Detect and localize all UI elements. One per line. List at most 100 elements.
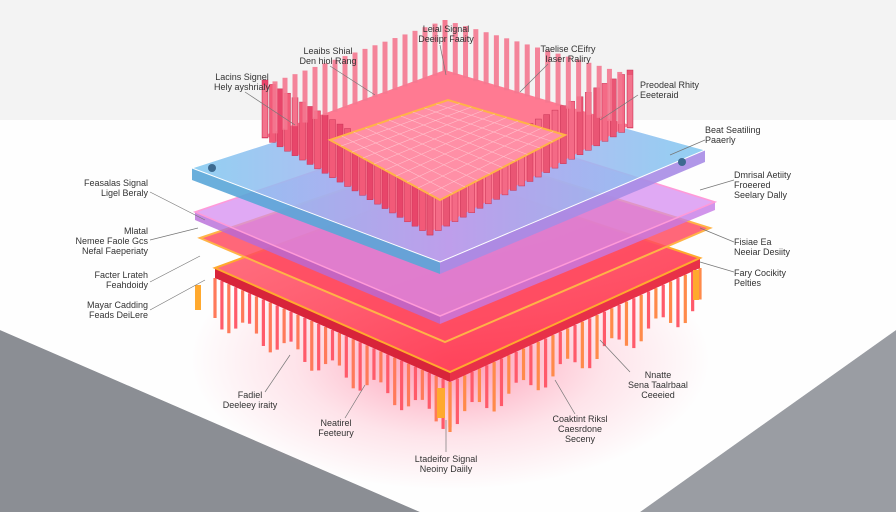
callout-label-left-4: Mayar Cadding Feads DeiLere xyxy=(86,300,148,320)
heatsink-fin xyxy=(627,75,633,127)
pin xyxy=(507,355,511,394)
pin xyxy=(543,338,548,388)
die-grid-line xyxy=(395,120,519,177)
die-grid-line xyxy=(412,111,528,155)
pin xyxy=(379,351,383,383)
callout-label-left-3: Facter Lrateh Feahdoidy xyxy=(94,270,148,290)
pin xyxy=(676,278,680,328)
leader-line xyxy=(329,65,376,96)
callout-label-bottom-left-1: Fadiel Deeleey iraity xyxy=(222,390,278,410)
pin xyxy=(268,302,272,353)
callout-label-top-left-1: Lacins Signel Hely ayshrialy xyxy=(213,72,271,92)
heatsink-fin xyxy=(596,65,602,118)
heatsink-fin xyxy=(432,23,438,76)
callout-label-right-5: Fary Cocikity Pelties xyxy=(734,268,787,288)
die-grid xyxy=(340,103,554,195)
leader-line xyxy=(599,94,639,121)
heatsink-fin xyxy=(276,88,284,148)
pin xyxy=(323,326,328,365)
heatsink-fin xyxy=(272,81,278,134)
heatsink-fin xyxy=(342,56,348,109)
callout-label-bottom-left-2: Neatirel Feeteury xyxy=(318,418,354,438)
pin xyxy=(455,378,459,425)
leader-line xyxy=(699,179,735,191)
callout-label-right-3: Dmrisal Aetiity Froeered Seelary Dally xyxy=(734,170,792,200)
pin xyxy=(573,325,577,363)
leader-line xyxy=(699,227,735,243)
leader-line xyxy=(244,91,296,126)
callout-label-right-2: Beat Seatiling Paaerly xyxy=(705,125,761,145)
pin xyxy=(566,328,570,359)
heatsink-fin xyxy=(382,41,388,94)
pin xyxy=(536,341,540,391)
pin xyxy=(220,281,224,330)
pin xyxy=(393,357,397,406)
heatsink-fin xyxy=(576,59,582,112)
pin xyxy=(213,278,217,318)
leader-line xyxy=(264,354,291,393)
leader-line xyxy=(149,279,206,311)
callout-label-top-left-2: Leaibs Shial Den hiol Rang xyxy=(299,46,357,66)
pin xyxy=(668,281,673,323)
pin xyxy=(632,298,636,349)
heatsink-fin xyxy=(412,30,418,83)
heatsink-fin xyxy=(555,53,561,106)
die-grid-line xyxy=(428,131,554,195)
pin xyxy=(386,354,390,394)
pin xyxy=(639,294,643,342)
heatsink-fin xyxy=(402,34,408,87)
pin xyxy=(521,348,526,381)
heatsink-fin xyxy=(344,128,351,187)
heatsink-fin xyxy=(422,27,428,80)
heatsink-fin xyxy=(329,119,336,178)
leader-lines xyxy=(149,44,735,452)
callout-label-bottom-right-2: Coaktint Riksl Caesrdone Seceny xyxy=(552,414,608,444)
heatsink-fin xyxy=(392,38,398,91)
heatsink-fin xyxy=(336,123,344,183)
heatsink-fin xyxy=(617,71,623,124)
pin xyxy=(317,323,321,371)
pin xyxy=(499,358,504,407)
pin xyxy=(588,318,592,369)
pin xyxy=(241,290,245,323)
heatsink-fin xyxy=(314,110,321,170)
pin xyxy=(358,342,362,391)
heatsink-fin xyxy=(282,77,288,130)
pin xyxy=(372,348,376,380)
bottom-pin-array xyxy=(213,268,702,432)
pin xyxy=(400,360,404,411)
pin xyxy=(580,321,584,369)
pin xyxy=(683,274,687,324)
pin xyxy=(427,372,431,409)
die-grid-line xyxy=(384,117,507,171)
heatsink-fin xyxy=(322,63,328,116)
die-grid-line xyxy=(400,115,516,162)
leader-line xyxy=(149,191,206,221)
callout-label-right-1: Preodeal Rhity Eeeteraid xyxy=(640,80,700,100)
heatsink-fin xyxy=(362,48,368,101)
pin xyxy=(617,304,621,340)
heatsink-fin xyxy=(452,23,458,76)
die-grid-line xyxy=(436,103,553,142)
pin xyxy=(413,366,418,401)
leader-line xyxy=(669,139,706,156)
pin xyxy=(406,363,411,407)
leader-line xyxy=(149,227,199,241)
processor-die xyxy=(327,98,568,202)
pin xyxy=(227,284,231,334)
pin xyxy=(463,375,467,412)
pin xyxy=(529,345,533,386)
pin xyxy=(698,268,702,300)
die-grid-line xyxy=(417,127,542,189)
pin xyxy=(275,305,279,350)
leader-line xyxy=(519,63,549,93)
heatsink-fin xyxy=(306,106,314,165)
heatsink-fin xyxy=(321,115,329,174)
pin xyxy=(289,311,293,342)
heatsink-fin xyxy=(352,52,358,105)
pin xyxy=(691,271,695,312)
pin xyxy=(646,291,651,329)
heatsink-fin xyxy=(292,74,298,127)
pin xyxy=(365,345,369,386)
